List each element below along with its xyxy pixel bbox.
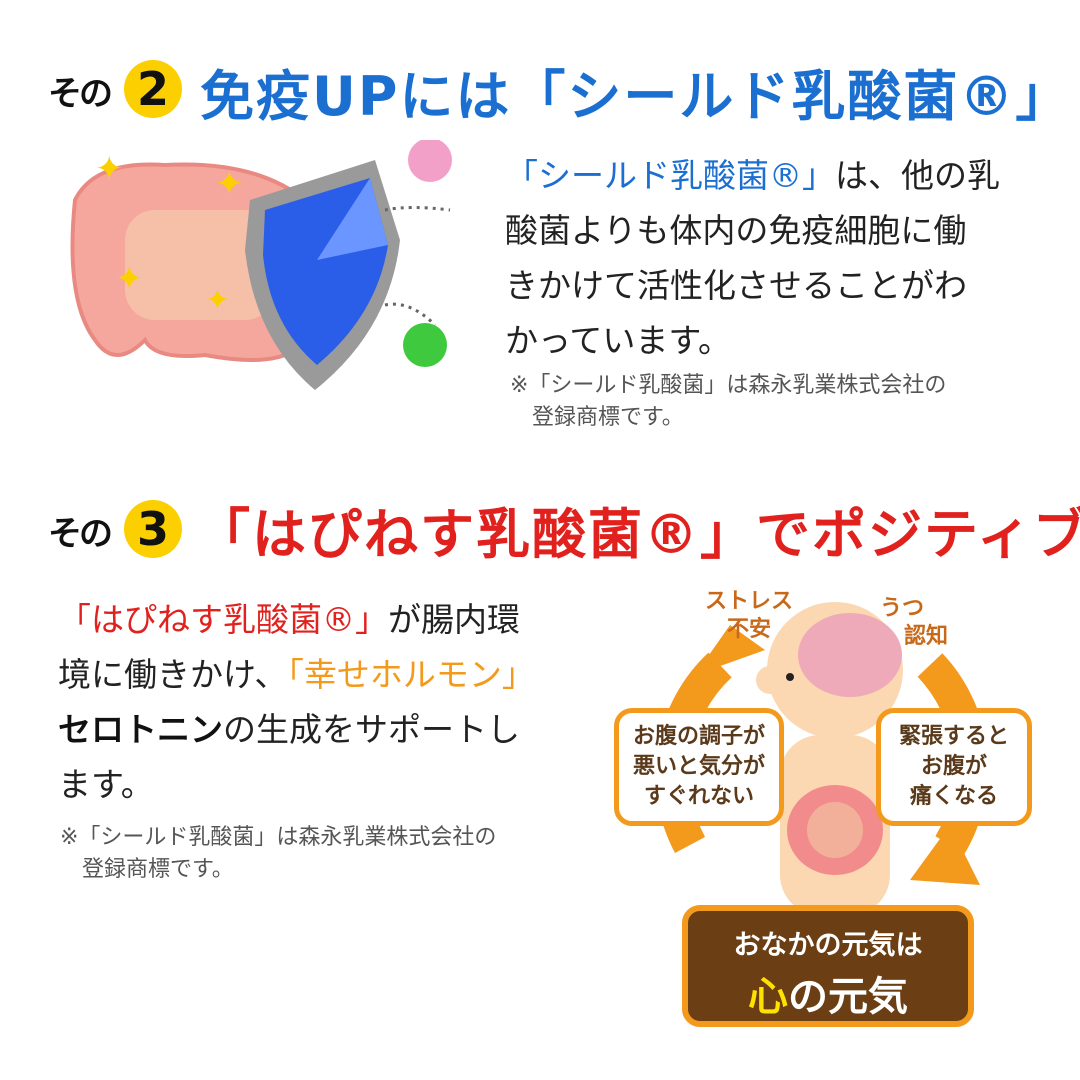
section2-prefix: その xyxy=(48,74,113,114)
body-line: 境に働きかけ、「幸せホルモン」 xyxy=(58,647,535,702)
brain-icon xyxy=(798,613,902,697)
body-line: 酸菌よりも体内の免疫細胞に働 xyxy=(505,203,1000,258)
box-line: お腹の調子が xyxy=(632,724,765,749)
label-line: ストレス xyxy=(705,589,794,614)
label-line: 不安 xyxy=(727,617,772,642)
box-line: 痛くなる xyxy=(909,784,998,809)
body-text-segment: きかけて活性化させることがわ xyxy=(505,266,967,305)
section2-note: ※「シールド乳酸菌」は森永乳業株式会社の 登録商標です。 xyxy=(510,370,946,434)
body-line: かっています。 xyxy=(505,313,1000,368)
body-text-segment: 「幸せホルモン」 xyxy=(287,655,535,694)
note-line: ※「シールド乳酸菌」は森永乳業株式会社の xyxy=(60,825,497,850)
section3-note: ※「シールド乳酸菌」は森永乳業株式会社の 登録商標です。 xyxy=(60,822,496,886)
germ-pink-icon xyxy=(408,140,452,182)
body-text-segment: が腸内環 xyxy=(388,600,520,639)
sparkle-icon: ✦ xyxy=(95,149,124,189)
note-line: 登録商標です。 xyxy=(60,857,234,882)
label-line: うつ xyxy=(880,596,925,621)
banner-line2: 心の元気 xyxy=(688,964,968,1022)
banner-line1: おなかの元気は xyxy=(733,930,923,961)
body-text-segment: 「シールド乳酸菌®」 xyxy=(505,156,835,195)
label-depression: うつ 認知 xyxy=(880,595,948,651)
box-line: 緊張すると xyxy=(898,724,1009,749)
section3-number-badge: 3 xyxy=(124,500,182,558)
small-intestine-icon xyxy=(125,210,275,320)
body-line: セロトニンの生成をサポートし xyxy=(58,702,535,757)
body-line: ます。 xyxy=(58,757,535,812)
banner-highlight: 心 xyxy=(748,974,788,1020)
svg-text:✦: ✦ xyxy=(115,259,144,299)
body-text-segment: 「はぴねす乳酸菌®」 xyxy=(58,600,388,639)
body-text-segment: かっています。 xyxy=(505,321,732,360)
body-text-segment: は、他の乳 xyxy=(835,156,1000,195)
note-line: ※「シールド乳酸菌」は森永乳業株式会社の xyxy=(510,373,947,398)
body-line: 「シールド乳酸菌®」は、他の乳 xyxy=(505,148,1000,203)
body-text-segment: 酸菌よりも体内の免疫細胞に働 xyxy=(505,211,967,250)
box-line: お腹が xyxy=(920,754,987,779)
section3-prefix: その xyxy=(48,514,113,554)
banner-rest: の元気 xyxy=(788,974,908,1020)
label-line: 認知 xyxy=(904,624,949,649)
body-text-segment: ます。 xyxy=(58,765,154,804)
svg-text:✦: ✦ xyxy=(215,164,244,204)
section3-body: 「はぴねす乳酸菌®」が腸内環境に働きかけ、「幸せホルモン」セロトニンの生成をサポ… xyxy=(58,592,535,812)
banner-gut-health-is-mind-health: おなかの元気は 心の元気 xyxy=(682,905,974,1027)
section3-title: 「はぴねす乳酸菌®」でポジティブ xyxy=(196,503,1080,566)
box-line: 悪いと気分が xyxy=(632,754,765,779)
body-line: 「はぴねす乳酸菌®」が腸内環 xyxy=(58,592,535,647)
body-text-segment: の生成をサポートし xyxy=(223,710,520,749)
body-text-segment: セロトニン xyxy=(58,710,223,749)
section2-number-badge: 2 xyxy=(124,60,182,118)
germ-green-icon xyxy=(403,323,447,367)
intestine-shield-illustration: ✦ ✦ ✦ ✦ xyxy=(70,140,452,390)
box-stress-to-gut: 緊張すると お腹が 痛くなる xyxy=(876,708,1032,826)
body-line: きかけて活性化させることがわ xyxy=(505,258,1000,313)
section2-body: 「シールド乳酸菌®」は、他の乳酸菌よりも体内の免疫細胞に働きかけて活性化させるこ… xyxy=(505,148,1000,368)
body-text-segment: 境に働きかけ、 xyxy=(58,655,288,694)
box-gut-to-mood: お腹の調子が 悪いと気分が すぐれない xyxy=(614,708,784,826)
label-stress: ストレス 不安 xyxy=(705,588,793,644)
svg-text:✦: ✦ xyxy=(205,283,230,318)
note-line: 登録商標です。 xyxy=(510,405,684,430)
section2-title: 免疫UPには「シールド乳酸菌®」 xyxy=(200,65,1072,128)
box-line: すぐれない xyxy=(643,784,754,809)
